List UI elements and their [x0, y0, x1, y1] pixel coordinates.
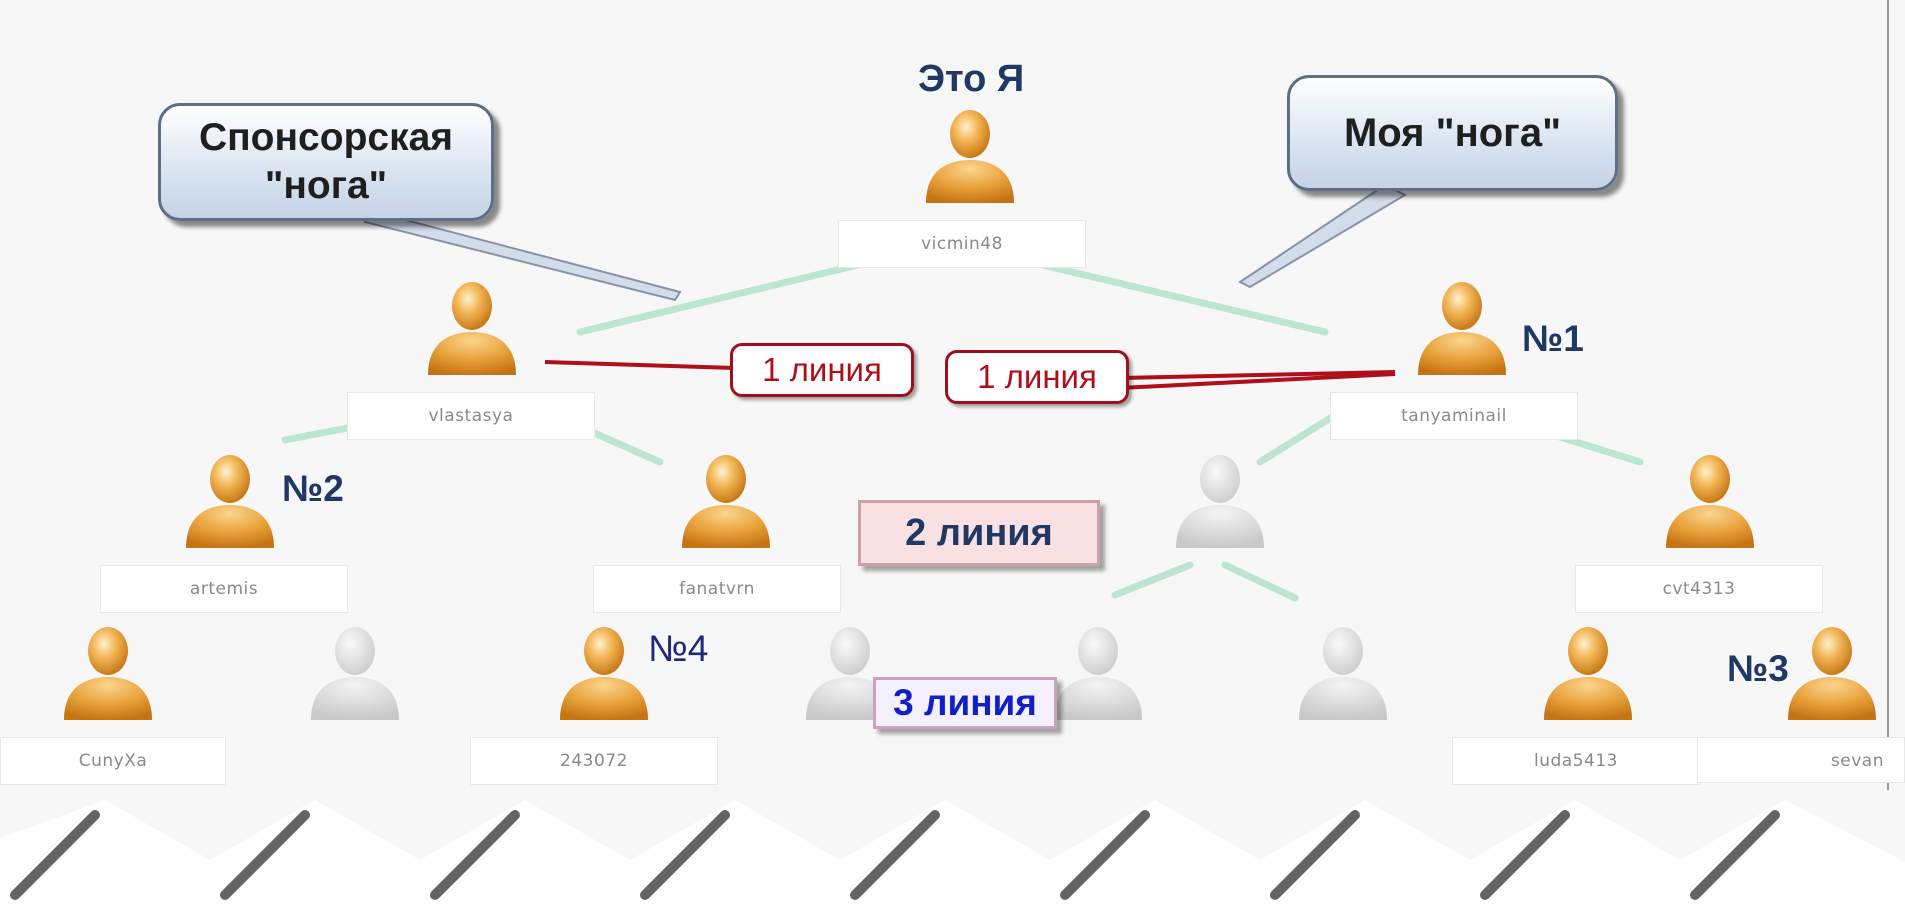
user-avatar-icon-243072[interactable] [554, 615, 654, 725]
node-label-sevan[interactable]: sevan [1697, 737, 1905, 783]
empty-slot-avatar-icon [1170, 443, 1270, 553]
user-avatar-icon-sevan[interactable] [1782, 615, 1882, 725]
node-label-cvt4313[interactable]: cvt4313 [1575, 565, 1823, 613]
tag-number-3: №3 [1727, 648, 1789, 689]
node-label-cunyxa[interactable]: CunyXa [0, 737, 226, 785]
node-label-root[interactable]: vicmin48 [838, 220, 1086, 268]
red-pointer-right-a [1119, 370, 1396, 380]
second-line-label: 2 линия [858, 500, 1100, 566]
self-title: Это Я [918, 58, 1025, 100]
red-pointer-right-b [1119, 372, 1396, 390]
node-label-vlastasya[interactable]: vlastasya [347, 392, 595, 440]
node-label-luda5413[interactable]: luda5413 [1452, 737, 1700, 785]
torn-edge [0, 800, 1905, 912]
node-label-tanyaminail[interactable]: tanyaminail [1330, 392, 1578, 440]
node-label-fanatvrn[interactable]: fanatvrn [593, 565, 841, 613]
third-line-label: 3 линия [873, 677, 1057, 729]
node-label-243072[interactable]: 243072 [470, 737, 718, 785]
red-pointer-left [544, 360, 736, 370]
first-line-label-left: 1 линия [730, 343, 914, 397]
user-avatar-icon-luda5413[interactable] [1538, 615, 1638, 725]
connector-root-right [1026, 258, 1329, 336]
empty-slot-avatar-icon [1048, 615, 1148, 725]
user-avatar-icon-tanyaminail[interactable] [1412, 270, 1512, 380]
callout-pointer-sponsor [363, 210, 682, 302]
callout-my-leg: Моя "нога" [1287, 75, 1618, 191]
user-avatar-icon-cvt4313[interactable] [1660, 443, 1760, 553]
empty-slot-avatar-icon [305, 615, 405, 725]
tag-number-4: №4 [648, 628, 709, 669]
connector-tanya-left [1256, 408, 1344, 466]
callout-pointer-my-leg [1238, 183, 1408, 289]
user-avatar-icon-root[interactable] [920, 98, 1020, 208]
connector-root-left [576, 258, 874, 336]
tag-number-2: №2 [282, 468, 344, 509]
connector-inactive-right [1221, 561, 1299, 602]
first-line-label-right: 1 линия [945, 350, 1129, 404]
connector-inactive-left [1111, 561, 1194, 599]
user-avatar-icon-artemis[interactable] [180, 443, 280, 553]
callout-sponsor-leg: Спонсорская "нога" [158, 103, 494, 221]
empty-slot-avatar-icon [1293, 615, 1393, 725]
user-avatar-icon-vlastasya[interactable] [422, 270, 522, 380]
tag-number-1: №1 [1522, 318, 1584, 359]
user-avatar-icon-cunyxa[interactable] [58, 615, 158, 725]
user-avatar-icon-fanatvrn[interactable] [676, 443, 776, 553]
node-label-artemis[interactable]: artemis [100, 565, 348, 613]
